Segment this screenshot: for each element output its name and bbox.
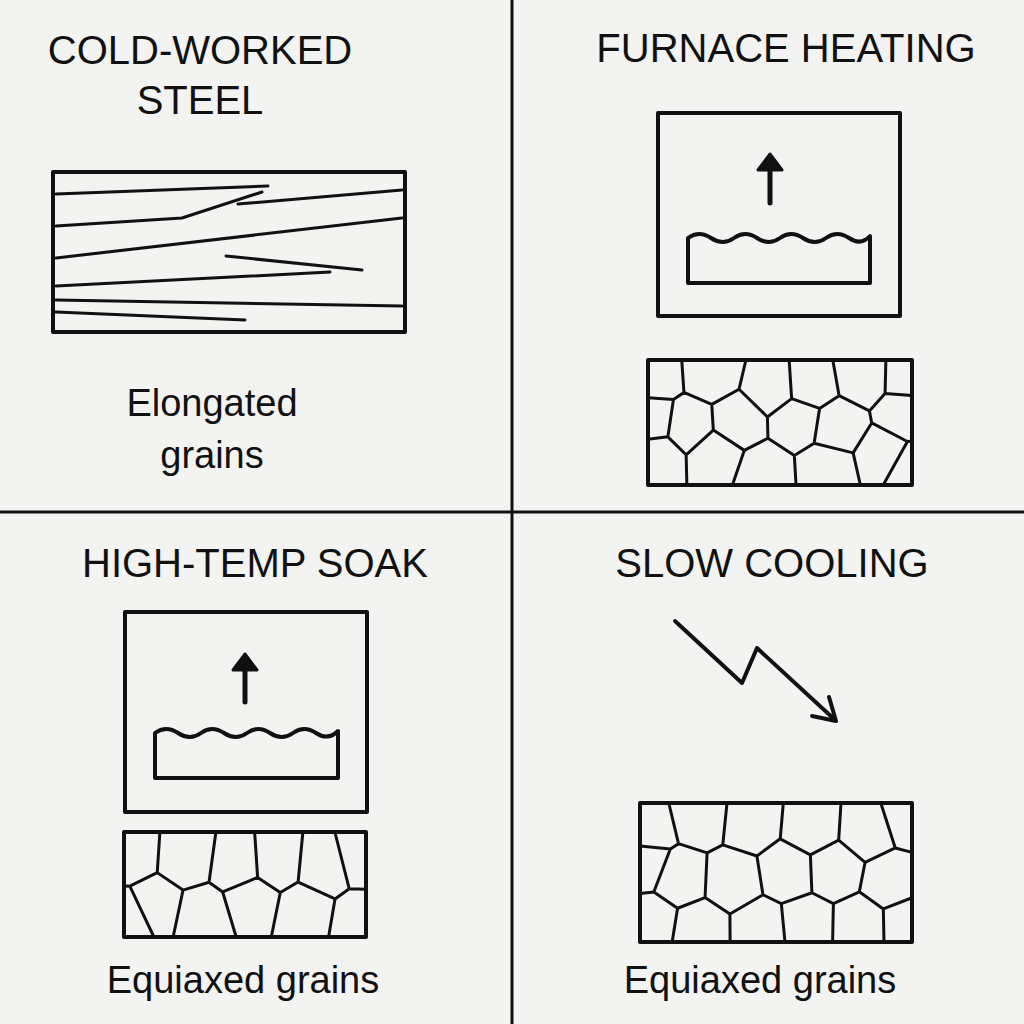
equiaxed-grains: [648, 360, 912, 485]
equiaxed-grains: [640, 803, 912, 942]
equiaxed-grains: [124, 832, 366, 937]
furnace-bath: [155, 729, 338, 778]
step-heading: COLD-WORKED STEEL: [10, 25, 390, 125]
grain-line: [56, 186, 268, 194]
process-step-panel: FURNACE HEATING: [512, 0, 1024, 512]
step-heading: SLOW COOLING: [532, 539, 1012, 587]
grain-sample: [124, 832, 366, 937]
grain-line: [56, 300, 402, 306]
divider-line: [0, 511, 1024, 514]
grain-line: [56, 312, 245, 320]
grain-boundaries: [640, 803, 912, 942]
furnace-icon: [658, 113, 900, 316]
step-caption: Equiaxed grains: [530, 956, 990, 1004]
process-step-panel: SLOW COOLING Equiaxed grains: [512, 512, 1024, 1024]
grain-line: [56, 218, 402, 258]
process-step-panel: HIGH-TEMP SOAK Equiaxed grains: [0, 512, 512, 1024]
arrow-head: [812, 697, 836, 721]
grain-line: [238, 190, 402, 204]
furnace-box: [125, 612, 367, 812]
grain-line: [226, 256, 362, 270]
cooling-arrow: [675, 621, 836, 721]
furnace-box: [658, 113, 900, 316]
step-heading: HIGH-TEMP SOAK: [15, 539, 495, 587]
step-caption: Equiaxed grains: [13, 956, 473, 1004]
grain-sample: [648, 360, 912, 485]
furnace-bath: [688, 234, 870, 283]
zigzag-line: [675, 621, 834, 719]
grain-sample: [640, 803, 912, 942]
grain-line: [56, 192, 262, 226]
heat-arrow-head: [758, 154, 782, 170]
heat-arrow: [768, 166, 773, 203]
grain-boundaries: [648, 360, 912, 485]
grain-sample: [53, 172, 405, 332]
furnace-icon: [125, 612, 367, 812]
step-heading: FURNACE HEATING: [546, 24, 1024, 72]
step-caption: Elongated grains: [82, 377, 342, 481]
heat-arrow-head: [233, 654, 257, 670]
elongated-grains: [53, 172, 405, 332]
grain-line: [56, 272, 330, 286]
process-step-panel: COLD-WORKED STEEL Elongated grains: [0, 0, 512, 512]
grain-boundaries: [124, 832, 366, 937]
